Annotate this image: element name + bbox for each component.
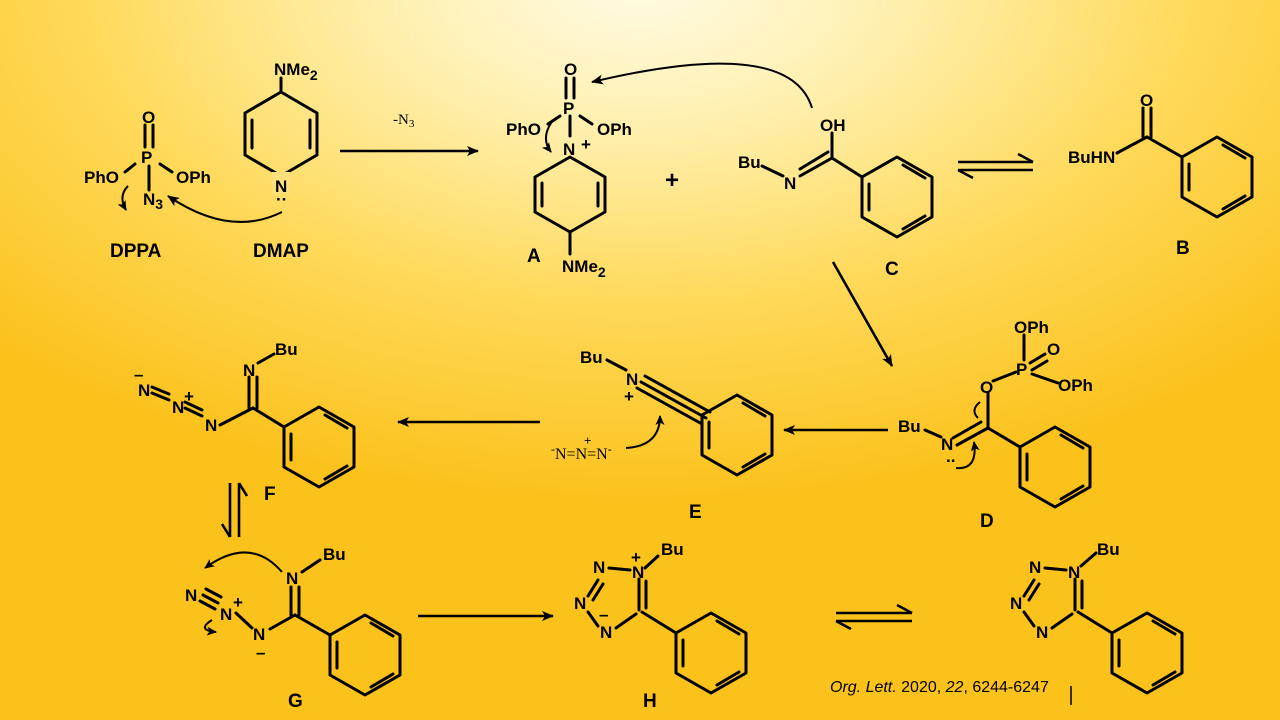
d-elimination-arrow <box>955 441 980 470</box>
dppa-oph-group: OPh <box>176 168 211 187</box>
dmap-structure: NMe2 N ·· DMAP <box>167 60 319 262</box>
c-attack-arrow <box>591 62 813 109</box>
c-hydroxyl: OH <box>820 116 846 135</box>
f-azide-n2: N <box>172 398 184 417</box>
dmap-label: DMAP <box>253 241 309 262</box>
c-to-d-arrow <box>831 261 894 367</box>
f-butyl: Bu <box>275 340 298 359</box>
e-azide-attack-arrow <box>625 415 665 449</box>
product-butyl: Bu <box>1097 540 1120 559</box>
b-carbonyl-oxygen: O <box>1140 91 1153 110</box>
h-negative-charge: – <box>599 605 608 624</box>
product-n4: N <box>1036 623 1048 642</box>
d-nitrogen: N <box>941 435 953 454</box>
a-pyridinium-nitrogen: N <box>563 140 575 159</box>
h-label: H <box>643 691 657 712</box>
g-cyclization-arrow <box>204 551 283 573</box>
g-imine-nitrogen: N <box>286 569 298 588</box>
b-label: B <box>1176 238 1190 259</box>
journal-citation: Org. Lett. 2020, 22, 6244-6247 <box>830 679 1049 696</box>
e-azide-ion: -N=N=N- <box>551 442 612 463</box>
f-positive-charge: + <box>184 387 194 406</box>
intermediate-d: OPh O P O OPh Bu N .. D <box>898 318 1093 532</box>
h-n4: N <box>600 623 612 642</box>
product-n3: N <box>1010 594 1022 613</box>
g-label: G <box>288 691 303 712</box>
a-phosphorus: P <box>563 99 574 118</box>
g-butyl: Bu <box>323 545 346 564</box>
f-g-equilibrium-arrow <box>220 482 249 538</box>
f-azide-n3: N <box>205 416 217 435</box>
dmap-lone-pair: ·· <box>276 190 287 209</box>
c-label: C <box>885 259 899 280</box>
tetrazole-product: Bu N N N N <box>1010 540 1184 695</box>
intermediate-e: Bu N + -N=N=N- + E <box>551 348 774 523</box>
d-oxygen-departure-arrow <box>973 401 981 419</box>
dppa-phosphorus: P <box>141 148 152 167</box>
f-label: F <box>264 484 276 505</box>
dmap-nme2: NMe2 <box>274 60 318 83</box>
dppa-label: DPPA <box>110 241 162 262</box>
g-azide-n1: N <box>185 586 197 605</box>
h-product-equilibrium-arrow <box>835 603 913 631</box>
a-cleavage-arrow <box>541 119 554 153</box>
d-bridging-oxygen: O <box>980 378 993 397</box>
h-n3: N <box>574 594 586 613</box>
g-azide-n2: N <box>220 605 232 624</box>
dppa-leaving-arrow <box>117 185 129 211</box>
d-butyl: Bu <box>898 417 921 436</box>
dppa-structure: O P PhO OPh N3 DPPA <box>84 108 211 262</box>
compound-c: OH Bu N C <box>738 116 934 280</box>
e-label: E <box>689 502 702 523</box>
h-n2: N <box>593 558 605 577</box>
c-nitrogen: N <box>784 174 796 193</box>
d-oph-top: OPh <box>1014 318 1049 337</box>
f-azide-n1: N <box>138 381 150 400</box>
tautomer-equilibrium-arrow <box>957 152 1034 180</box>
d-oph-right: OPh <box>1058 376 1093 395</box>
e-azide-plus: + <box>584 433 591 448</box>
d-label: D <box>980 511 994 532</box>
g-positive-charge: + <box>233 593 243 612</box>
product-n2: N <box>1029 558 1041 577</box>
intermediate-f: Bu N N N N – + F <box>134 340 356 505</box>
f-negative-charge: – <box>134 365 143 384</box>
g-azide-shift-arrow <box>204 619 217 636</box>
dppa-oxygen: O <box>142 108 155 127</box>
g-azide-n3: N <box>253 625 265 644</box>
step1-leaving-group: -N3 <box>393 112 415 130</box>
h-positive-charge: + <box>631 548 641 567</box>
f-imine-nitrogen: N <box>243 361 255 380</box>
a-oph-group: OPh <box>597 120 632 139</box>
d-lone-pair: .. <box>946 447 955 466</box>
product-n1: N <box>1068 563 1080 582</box>
e-nitrilium-nitrogen: N <box>626 370 638 389</box>
e-positive-charge: + <box>624 387 634 406</box>
dppa-azide: N3 <box>143 190 163 212</box>
plus-sign: + <box>665 167 679 194</box>
d-phosphorus: P <box>1016 360 1027 379</box>
b-buhn: BuHN <box>1068 148 1115 167</box>
intermediate-a: O P PhO OPh N + NMe2 A <box>506 60 632 280</box>
a-nme2: NMe2 <box>562 257 606 280</box>
h-n1: N <box>632 563 644 582</box>
a-oxygen: O <box>564 60 577 79</box>
intermediate-g: Bu N N N N + – G <box>185 545 402 712</box>
dmap-nitrogen: N <box>275 177 287 196</box>
a-positive-charge: + <box>581 135 591 154</box>
a-label: A <box>527 246 541 267</box>
h-butyl: Bu <box>661 540 684 559</box>
dppa-pho-group: PhO <box>84 168 119 187</box>
c-butyl: Bu <box>738 153 761 172</box>
d-phosphoryl-oxygen: O <box>1047 340 1060 359</box>
intermediate-h: Bu N N N N + – H <box>574 540 748 712</box>
dmap-attack-arrow <box>167 195 283 223</box>
a-pho-group: PhO <box>506 120 541 139</box>
e-butyl: Bu <box>580 348 603 367</box>
compound-b: O BuHN B <box>1068 91 1254 259</box>
g-negative-charge: – <box>256 643 265 662</box>
